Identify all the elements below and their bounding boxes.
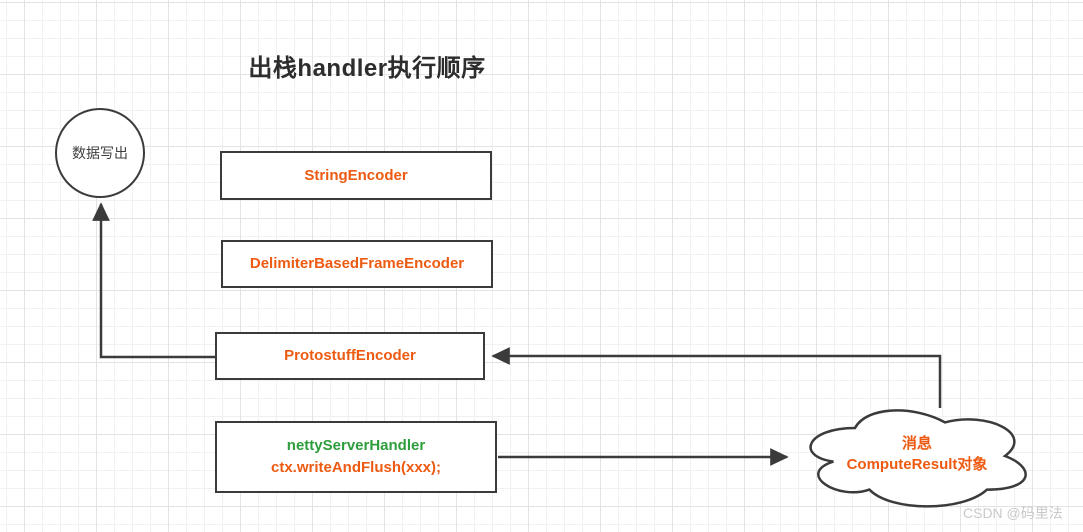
message-cloud-line2: ComputeResult对象 <box>846 456 988 473</box>
message-cloud-label: 消息 ComputeResult对象 <box>803 433 1031 475</box>
protostuff-encoder-label: ProtostuffEncoder <box>284 347 416 364</box>
node-string-encoder: StringEncoder <box>220 151 492 200</box>
netty-handler-label: nettyServerHandler <box>286 437 426 454</box>
node-protostuff-encoder: ProtostuffEncoder <box>215 332 485 380</box>
node-data-write-circle: 数据写出 <box>55 108 145 198</box>
node-delimiter-based-frame-encoder: DelimiterBasedFrameEncoder <box>221 240 493 288</box>
watermark: CSDN @码里法 <box>963 505 1063 521</box>
string-encoder-label: StringEncoder <box>304 166 408 184</box>
message-cloud-shape <box>809 409 1027 508</box>
connector-cloud-to-protostuff <box>491 347 942 408</box>
connector-protostuff-to-circle <box>92 202 215 359</box>
delimiter-encoder-label: DelimiterBasedFrameEncoder <box>249 255 465 272</box>
netty-handler-code-label: ctx.writeAndFlush(xxx); <box>270 459 442 476</box>
node-netty-server-handler: nettyServerHandler ctx.writeAndFlush(xxx… <box>215 421 497 493</box>
message-cloud-line1: 消息 <box>901 435 932 452</box>
node-data-write-label: 数据写出 <box>72 145 128 161</box>
diagram-title: 出栈handler执行顺序 <box>248 55 486 82</box>
